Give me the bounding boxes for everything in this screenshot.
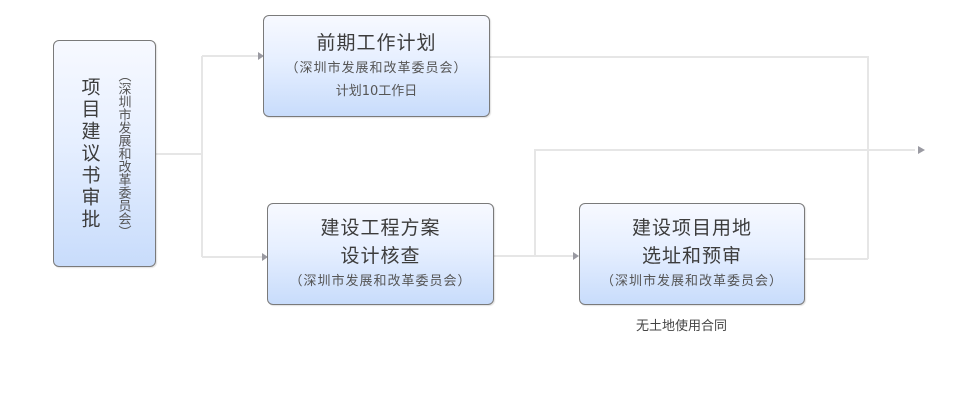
node-land-site-title-line2: 选址和预审 [641,245,742,267]
connector-preliminary-out [490,56,869,259]
node-land-site-title-line1: 建设项目用地 [631,217,752,239]
node-proposal[interactable]: 项目建议书审批 （深圳市发展和改革委员会） [53,40,156,267]
arrow-final-output [918,146,925,154]
node-proposal-org: （深圳市发展和改革委员会） [115,69,131,238]
arrow-to-preliminary [258,52,264,60]
node-preliminary-title: 前期工作计划 [316,32,437,54]
node-proposal-title: 项目建议书审批 [78,76,101,231]
node-design-review-title-line2: 设计核查 [340,245,421,267]
arrow-to-design-review [262,253,268,261]
node-design-review[interactable]: 建设工程方案 设计核查 （深圳市发展和改革委员会） [267,203,494,305]
node-land-site-org: （深圳市发展和改革委员会） [600,274,783,289]
node-preliminary-note: 计划10工作日 [335,84,418,99]
connector-branch-up [534,149,915,256]
node-land-site[interactable]: 建设项目用地 选址和预审 （深圳市发展和改革委员会） [579,203,805,305]
node-design-review-title-line1: 建设工程方案 [320,217,441,239]
arrow-to-land-site [573,252,579,260]
node-preliminary[interactable]: 前期工作计划 （深圳市发展和改革委员会） 计划10工作日 [263,15,490,117]
node-preliminary-org: （深圳市发展和改革委员会） [285,61,468,76]
node-design-review-org: （深圳市发展和改革委员会） [289,274,472,289]
node-land-site-caption: 无土地使用合同 [636,319,728,334]
